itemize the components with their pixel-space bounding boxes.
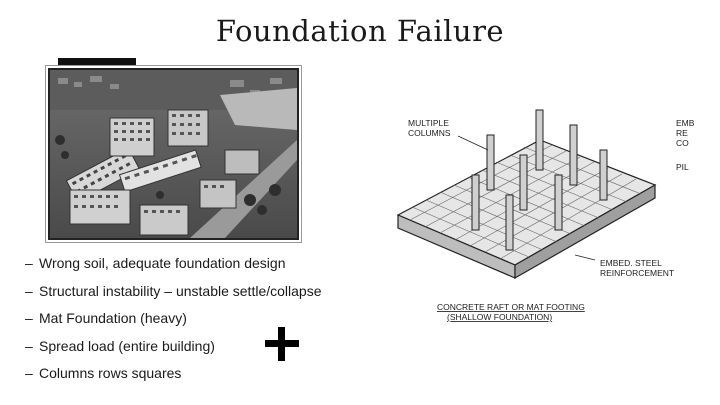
bullet-marker: – [25, 365, 33, 381]
bullet-text: Mat Foundation (heavy) [39, 310, 187, 326]
plus-icon-vertical [278, 327, 285, 361]
bullet-text: Columns rows squares [39, 365, 182, 381]
bullet-item: –Columns rows squares [25, 364, 321, 392]
caption-line2: (SHALLOW FOUNDATION) [447, 312, 552, 322]
mat-footing-diagram: MULTIPLE COLUMNS EMBED. STEEL REINFORCEM… [396, 109, 695, 322]
slide-title: Foundation Failure [215, 14, 505, 48]
plus-icon [265, 327, 299, 361]
cut-label-1: EMB [676, 118, 695, 128]
photo-illustration [50, 70, 297, 238]
cut-label-3: CO [676, 138, 689, 148]
label-columns-line1: MULTIPLE [408, 118, 449, 128]
bullet-text: Spread load (entire building) [39, 337, 215, 354]
bullet-item: –Mat Foundation (heavy) [25, 309, 321, 337]
label-columns-line2: COLUMNS [408, 128, 451, 138]
bullet-text: Wrong soil, adequate foundation design [39, 255, 286, 271]
slab-side [514, 183, 656, 280]
bullet-list: –Wrong soil, adequate foundation design … [25, 254, 321, 392]
bullet-text: Structural instability – unstable settle… [39, 282, 322, 299]
bullet-marker: – [25, 255, 33, 271]
title-accent-bar [58, 58, 136, 65]
label-steel-line2: REINFORCEMENT [600, 268, 674, 278]
bullet-item: –Structural instability – unstable settl… [25, 282, 321, 310]
caption-line1: CONCRETE RAFT OR MAT FOOTING [437, 302, 585, 312]
columns [471, 109, 608, 251]
bullet-marker: – [25, 282, 33, 299]
cut-label-4: PIL [676, 162, 689, 172]
bullet-marker: – [25, 310, 33, 326]
bullet-marker: – [25, 337, 33, 354]
leader-lines [457, 135, 596, 261]
label-steel-line1: EMBED. STEEL [600, 258, 662, 268]
bullet-item: –Spread load (entire building) [25, 337, 321, 365]
collapsed-buildings-photo [48, 68, 299, 240]
bullet-item: –Wrong soil, adequate foundation design [25, 254, 321, 282]
cut-label-2: RE [676, 128, 688, 138]
